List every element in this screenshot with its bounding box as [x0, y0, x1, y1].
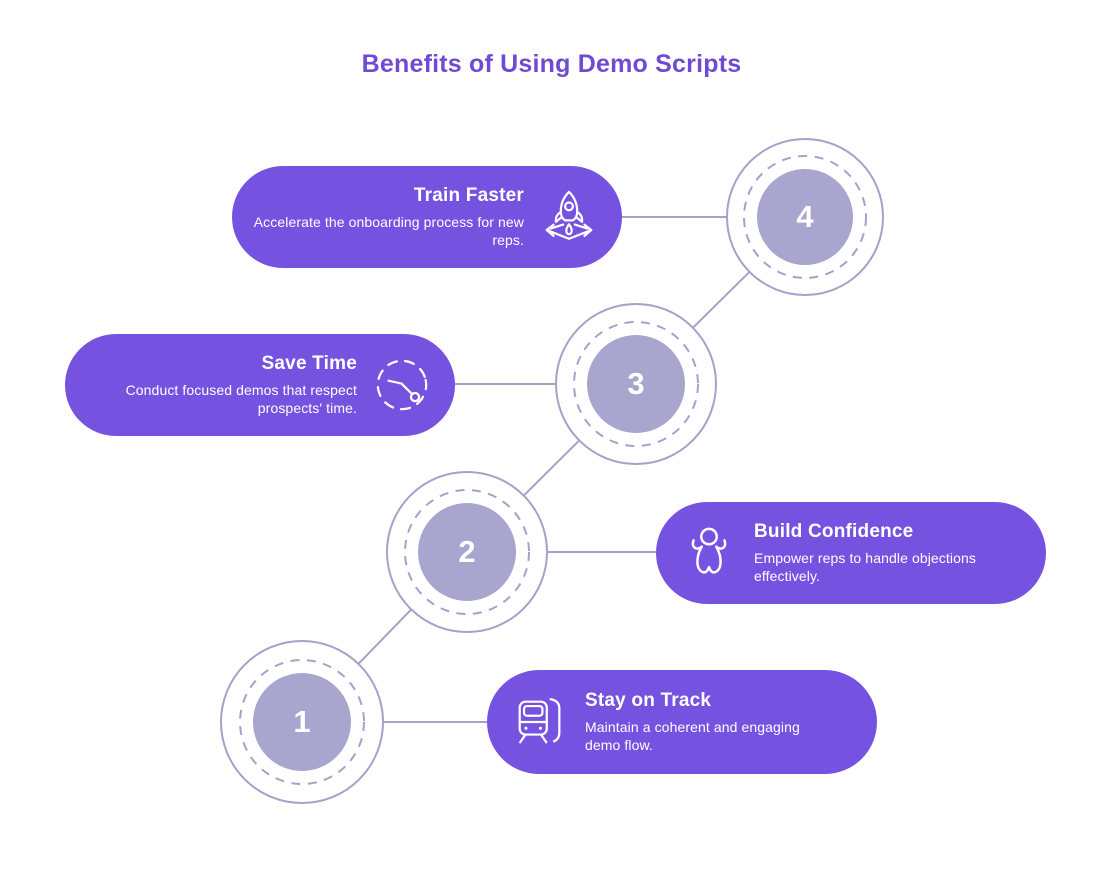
rocket-launch-icon: [540, 188, 598, 246]
step-node-4: [726, 138, 884, 296]
step-description: Empower reps to handle objections effect…: [754, 549, 976, 584]
step-title: Build Confidence: [754, 520, 914, 542]
step-node-3: [555, 303, 717, 465]
step-title: Stay on Track: [585, 689, 712, 711]
step-node-1: [220, 640, 384, 804]
step-pill-build-confidence: Build Confidence Empower reps to handle …: [656, 502, 1046, 604]
step-description: Conduct focused demos that respect prosp…: [125, 381, 357, 416]
step-title: Train Faster: [413, 184, 524, 206]
person-arms-up-icon: [680, 524, 738, 582]
step-node-2: [386, 471, 548, 633]
stopwatch-icon: [373, 356, 431, 414]
step-pill-train-faster: Train Faster Accelerate the onboarding p…: [232, 166, 622, 268]
step-number-1: 1: [293, 704, 311, 739]
step-pill-stay-on-track: Stay on Track Maintain a coherent and en…: [487, 670, 877, 774]
step-description: Accelerate the onboarding process for ne…: [253, 213, 524, 248]
step-description: Maintain a coherent and engaging demo fl…: [585, 718, 800, 753]
connector-lines: [301, 216, 806, 723]
step-title: Save Time: [261, 352, 357, 374]
step-number-4: 4: [796, 199, 814, 234]
step-pill-save-time: Save Time Conduct focused demos that res…: [65, 334, 455, 436]
train-icon: [511, 693, 569, 751]
step-number-3: 3: [627, 366, 645, 401]
page-title: Benefits of Using Demo Scripts: [361, 50, 742, 78]
step-number-2: 2: [458, 534, 476, 569]
